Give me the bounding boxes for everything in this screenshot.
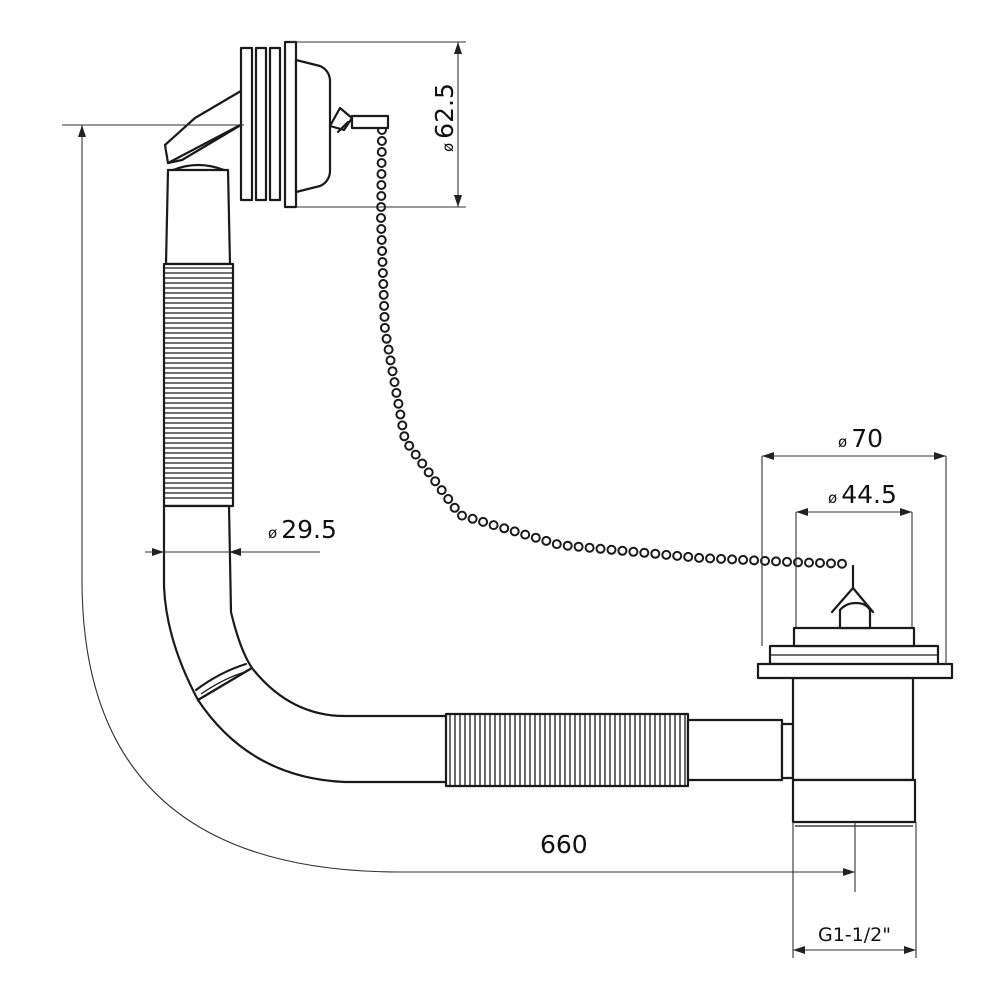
chain-bead: [410, 449, 421, 460]
chain-bead: [488, 520, 499, 531]
chain-bead: [376, 136, 387, 146]
chain-bead: [749, 555, 760, 566]
chain-bead: [377, 268, 388, 278]
chain-bead: [423, 467, 434, 478]
chain-bead: [376, 213, 386, 223]
chain-bead: [562, 540, 573, 551]
horizontal-hose-corrugated: [444, 712, 690, 788]
chain-bead: [837, 558, 847, 569]
chain-bead: [391, 387, 402, 398]
chain-bead: [436, 485, 447, 496]
chain-bead: [738, 554, 749, 565]
chain-bead: [584, 542, 595, 553]
chain-bead: [383, 344, 394, 355]
chain-bead: [628, 546, 639, 557]
chain-bead: [399, 431, 410, 442]
dim-thread: G1-1/2": [792, 822, 917, 958]
plug-chain: [328, 106, 847, 569]
chain-bead: [771, 556, 781, 567]
chain-bead: [694, 552, 705, 563]
chain-bead: [815, 558, 825, 568]
chain-bead: [376, 147, 387, 157]
waste-body: [756, 564, 954, 827]
chain-bead: [727, 554, 738, 565]
chain-bead: [573, 541, 584, 552]
overflow-diameter-label: ø62.5: [430, 83, 459, 152]
chain-bead: [457, 510, 467, 521]
chain-bead: [417, 458, 428, 469]
chain-bead: [376, 191, 387, 201]
chain-bead: [377, 246, 388, 256]
chain-bead: [387, 366, 398, 377]
chain-bead: [379, 300, 390, 311]
chain-bead: [378, 289, 389, 300]
chain-bead: [376, 158, 387, 168]
chain-bead: [381, 333, 392, 344]
chain-bead: [617, 545, 628, 556]
chain-bead: [804, 557, 814, 568]
chain-bead: [650, 548, 661, 559]
chain-bead: [499, 523, 510, 534]
lower-hose-bend: [162, 504, 450, 784]
chain-bead: [404, 440, 415, 451]
chain-bead: [376, 235, 387, 245]
chain-bead: [379, 322, 390, 333]
chain-bead: [376, 169, 387, 179]
chain-bead: [530, 532, 541, 543]
chain-bead: [379, 311, 390, 322]
chain-bead: [661, 549, 672, 560]
chain-bead: [639, 547, 650, 558]
chain-bead: [541, 535, 552, 546]
chain-bead: [397, 420, 408, 431]
chain-bead: [716, 553, 727, 564]
chain-bead: [782, 556, 792, 567]
chain-bead: [551, 539, 562, 550]
dim-total-length: 660: [62, 124, 856, 892]
chain-bead: [449, 502, 460, 513]
chain-bead: [395, 409, 406, 420]
chain-bead: [683, 551, 694, 562]
chain-bead: [467, 513, 478, 524]
chain-bead: [478, 516, 489, 527]
chain-bead: [385, 355, 396, 366]
chain-bead: [376, 180, 387, 190]
upper-hose-top: [164, 163, 232, 266]
chain-bead: [760, 555, 770, 566]
chain-bead: [378, 279, 389, 289]
chain-bead: [705, 553, 716, 564]
chain-bead: [595, 543, 606, 554]
chain-bead: [672, 550, 683, 561]
chain-bead: [389, 377, 400, 388]
chain-bead: [443, 494, 454, 504]
thread-label: G1-1/2": [818, 924, 891, 946]
chain-bead: [377, 257, 388, 267]
chain-bead: [393, 398, 404, 409]
chain-bead: [430, 476, 441, 487]
horizontal-hose-connector: [686, 718, 795, 782]
total-length-label: 660: [540, 830, 588, 859]
chain-bead: [606, 544, 617, 555]
overflow-head: [163, 40, 332, 209]
upper-hose-corrugated: [162, 262, 235, 508]
chain-bead: [826, 558, 836, 569]
chain-bead: [509, 526, 520, 537]
dim-overflow-diameter: ø62.5: [290, 41, 466, 208]
chain-bead: [793, 557, 803, 568]
chain-bead: [376, 224, 387, 234]
chain-bead: [520, 529, 531, 540]
